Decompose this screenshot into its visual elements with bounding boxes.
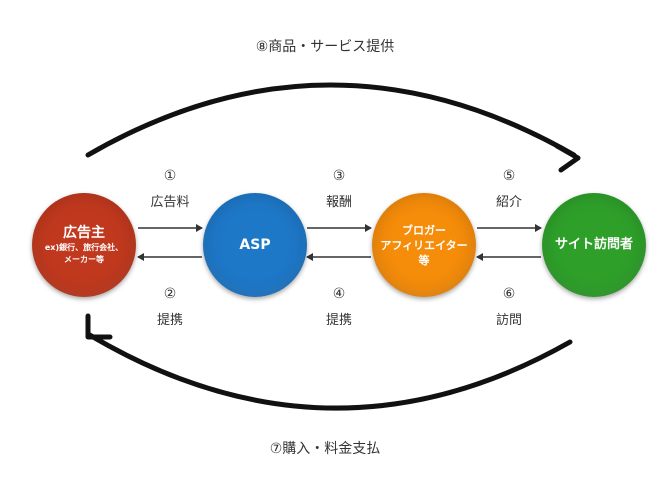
node-blogger: ブロガー アフィリエイター 等 [372,193,476,297]
edge-6-label: 訪問 [495,313,522,328]
node-visitor: サイト訪問者 [542,193,646,297]
edge-3-label: 報酬 [325,195,352,210]
edge-4-number: ④ [332,286,346,302]
node-advertiser: 広告主 ex)銀行、旅行会社、 メーカー等 [32,193,136,297]
edge-2-label: 提携 [156,313,183,328]
top-flow-arrowhead [554,143,581,173]
edge-1-number: ① [163,168,177,184]
bottom-flow-arrowhead [85,313,113,340]
edge-2-number: ② [163,286,177,302]
edge-5-label: 紹介 [495,195,522,210]
advertiser-sub-1: ex)銀行、旅行会社、 [44,243,124,252]
bottom-flow-label: ⑦購入・料金支払 [269,441,381,457]
edge-5-number: ⑤ [502,168,516,184]
edge-4-label: 提携 [325,313,352,328]
top-flow-arc [85,82,577,158]
blogger-line-1: ブロガー [402,223,446,237]
blogger-line-3: 等 [418,253,430,267]
advertiser-title: 広告主 [63,225,105,241]
visitor-title: サイト訪問者 [554,237,633,252]
blogger-line-2: アフィリエイター [380,238,468,252]
edge-1-label: 広告料 [150,195,190,210]
node-asp: ASP [203,193,307,297]
bottom-flow-arc [85,331,573,411]
asp-title: ASP [239,237,271,253]
edge-6-number: ⑥ [502,286,516,302]
advertiser-sub-2: メーカー等 [64,255,104,264]
edge-3-number: ③ [332,168,346,184]
top-flow-label: ⑧商品・サービス提供 [255,39,395,55]
